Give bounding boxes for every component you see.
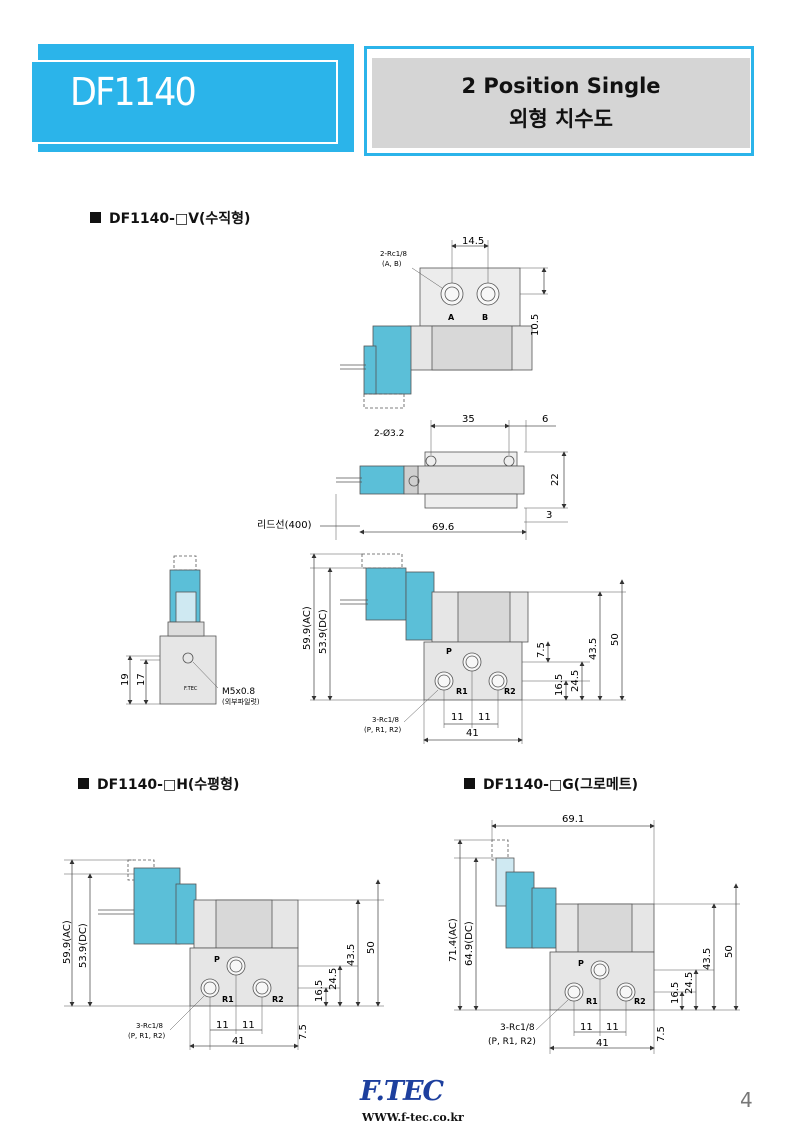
g-dim-7-5: 7.5 <box>656 1026 667 1042</box>
h-dim-11-b: 11 <box>242 1020 255 1031</box>
h-dim-50: 50 <box>366 941 377 954</box>
model-title: DF1140 <box>70 70 197 114</box>
dim-50: 50 <box>610 633 621 646</box>
dim-17: 17 <box>136 673 147 686</box>
dim-6: 6 <box>542 414 548 425</box>
screw-note-2: (외부파일럿) <box>222 697 260 706</box>
port-b-label: B <box>482 313 488 322</box>
g-dim-41: 41 <box>596 1038 609 1049</box>
model-banner <box>30 60 338 144</box>
lead-wire-label: 리드선(400) <box>257 519 312 531</box>
g-ports-note-2: (P, R1, R2) <box>488 1037 536 1047</box>
dim-14-5: 14.5 <box>462 236 484 247</box>
g-dim-ac: 71.4(AC) <box>448 918 459 962</box>
website-url[interactable]: WWW.f-tec.co.kr <box>362 1111 464 1124</box>
title-box-fill <box>372 58 750 148</box>
port-r1: R1 <box>456 687 468 696</box>
h-dim-16-5: 16.5 <box>314 980 325 1002</box>
h-ports-note-2: (P, R1, R2) <box>128 1032 165 1040</box>
g-dim-24-5: 24.5 <box>684 972 695 994</box>
h-dim-dc: 53.9(DC) <box>78 923 89 968</box>
h-dim-11-a: 11 <box>216 1020 229 1031</box>
ports-note-2: (P, R1, R2) <box>364 726 401 734</box>
h-port-p: P <box>214 955 220 964</box>
side-logo: F.TEC <box>184 686 198 692</box>
h-dim-7-5: 7.5 <box>298 1024 309 1040</box>
g-ports-note: 3-Rc1/8 <box>500 1023 535 1033</box>
dim-19: 19 <box>120 673 131 686</box>
g-dim-69-1: 69.1 <box>562 814 584 825</box>
h-dim-43-5: 43.5 <box>346 944 357 966</box>
h-dim-41: 41 <box>232 1036 245 1047</box>
section-heading-grommet: DF1140-□G(그로메트) <box>464 774 638 794</box>
dim-11-b: 11 <box>478 712 491 723</box>
dim-3: 3 <box>546 510 552 521</box>
g-dim-16-5: 16.5 <box>670 982 681 1004</box>
dim-ac: 59.9(AC) <box>302 606 313 650</box>
title-line-2: 외형 치수도 <box>509 107 613 131</box>
page-number: 4 <box>740 1088 753 1112</box>
g-dim-43-5: 43.5 <box>702 948 713 970</box>
dim-24-5: 24.5 <box>570 670 581 692</box>
g-port-r2: R2 <box>634 997 646 1006</box>
g-dim-11-a: 11 <box>580 1022 593 1033</box>
h-ports-note: 3-Rc1/8 <box>136 1022 163 1030</box>
dim-69-6: 69.6 <box>432 522 454 533</box>
drawing-v-side <box>126 555 219 705</box>
port-p: P <box>446 647 452 656</box>
dim-35: 35 <box>462 414 475 425</box>
drawing-v-front <box>310 553 626 744</box>
screw-note: M5x0.8 <box>222 687 255 697</box>
g-port-r1: R1 <box>586 997 598 1006</box>
h-dim-24-5: 24.5 <box>328 968 339 990</box>
drawing-v-plan <box>320 420 568 540</box>
hole-note: 2-Ø3.2 <box>374 428 404 439</box>
drawing-h <box>64 859 384 1050</box>
port-note-ab: 2-Rc1/8 <box>380 250 407 258</box>
ports-note: 3-Rc1/8 <box>372 716 399 724</box>
g-dim-dc: 64.9(DC) <box>464 921 475 966</box>
port-a-label: A <box>448 313 455 322</box>
g-dim-11-b: 11 <box>606 1022 619 1033</box>
h-port-r1: R1 <box>222 995 234 1004</box>
g-dim-50: 50 <box>724 945 735 958</box>
dim-11-a: 11 <box>451 712 464 723</box>
dim-22: 22 <box>550 473 561 486</box>
drawing-v-top <box>340 240 548 409</box>
dim-dc: 53.9(DC) <box>318 609 329 654</box>
h-port-r2: R2 <box>272 995 284 1004</box>
port-note-ab-2: (A, B) <box>382 260 402 268</box>
dim-41: 41 <box>466 728 479 739</box>
section-heading-horizontal: DF1140-□H(수평형) <box>78 774 239 794</box>
dim-43-5: 43.5 <box>588 638 599 660</box>
port-r2: R2 <box>504 687 516 696</box>
dim-7-5: 7.5 <box>536 642 547 658</box>
title-line-1: 2 Position Single <box>461 74 661 98</box>
g-port-p: P <box>578 959 584 968</box>
h-dim-ac: 59.9(AC) <box>62 920 73 964</box>
dim-16-5: 16.5 <box>554 674 565 696</box>
section-heading-vertical: DF1140-□V(수직형) <box>90 208 250 228</box>
company-logo: F.TEC <box>360 1076 444 1107</box>
dim-10-5: 10.5 <box>530 314 541 336</box>
drawing-g <box>454 820 740 1054</box>
